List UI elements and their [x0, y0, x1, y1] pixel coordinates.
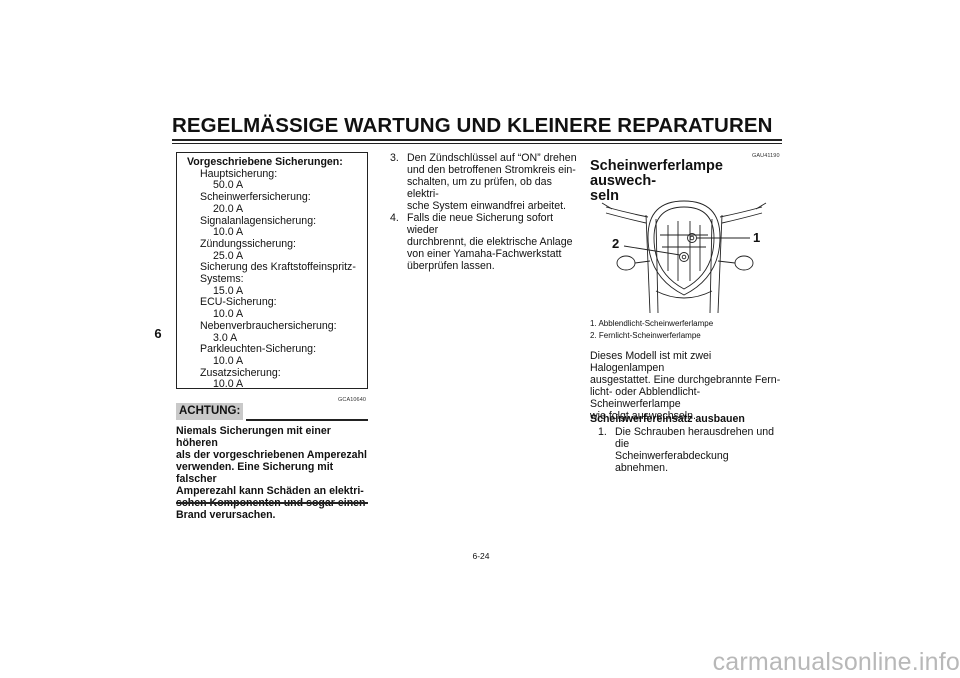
caution-line: Niemals Sicherungen mit einer höheren	[176, 425, 331, 449]
fuse-item-value: 50.0 A	[213, 179, 244, 192]
fuse-item-name: Sicherung des Kraftstoffeinspritz-	[200, 261, 356, 274]
step-line: Den Zündschlüssel auf “ON” drehen	[407, 152, 577, 164]
fuse-item-name: Systems:	[200, 273, 244, 286]
page-number: 6-24	[472, 551, 490, 561]
step-line: und den betroffenen Stromkreis ein-	[407, 164, 576, 176]
step-line: von einer Yamaha-Fachwerkstatt	[407, 248, 562, 260]
step-item: 4. Falls die neue Sicherung sofort wieder…	[390, 212, 580, 272]
caution-code: GCA10640	[338, 397, 367, 403]
fuse-item-name: Parkleuchten-Sicherung:	[200, 343, 317, 356]
section-title: Scheinwerferlampe auswech- seln	[590, 159, 782, 204]
paragraph-line: licht- oder Abblendlicht-Scheinwerferlam…	[590, 386, 701, 410]
caution-header: ACHTUNG:	[176, 403, 368, 421]
step-number: 4.	[390, 212, 399, 224]
fuse-spec-box: Vorgeschriebene Sicherungen: Hauptsicher…	[176, 152, 368, 391]
fuse-item-name: Signalanlagensicherung:	[200, 214, 317, 227]
fuse-item-value: 25.0 A	[213, 249, 244, 262]
substep-line: Scheinwerferabdeckung abnehmen.	[615, 450, 729, 474]
caution-line: verwenden. Eine Sicherung mit falscher	[176, 461, 334, 485]
substep-line: Die Schrauben herausdrehen und die	[615, 426, 775, 450]
paragraph-line: ausgestattet. Eine durchgebrannte Fern-	[590, 374, 781, 386]
fuse-item-value: 10.0 A	[213, 354, 244, 367]
caution-rule	[246, 419, 368, 421]
caution-label: ACHTUNG:	[176, 403, 244, 420]
step-line: Falls die neue Sicherung sofort wieder	[407, 212, 554, 236]
fuse-item-name: Hauptsicherung:	[200, 167, 278, 180]
figure-label-1: 1	[753, 230, 760, 245]
caution-line: Brand verursachen.	[176, 509, 276, 521]
fuse-item-name: Scheinwerfersicherung:	[200, 191, 311, 204]
section-title-line-2: seln	[590, 188, 620, 204]
fuse-item-name: Nebenverbrauchersicherung:	[200, 319, 337, 332]
step-line: durchbrennt, die elektrische Anlage	[407, 236, 573, 248]
figure-captions: 1. Abblendlicht-Scheinwerferlampe 2. Fer…	[590, 318, 782, 342]
section-code: GAU41190	[752, 153, 780, 159]
fuse-box-title: Vorgeschriebene Sicherungen:	[187, 156, 343, 168]
substep-number: 1.	[598, 426, 607, 438]
fuse-item-value: 10.0 A	[213, 226, 244, 239]
paragraph-line: wie folgt auswechseln.	[590, 410, 696, 422]
header-rule	[172, 139, 782, 141]
paragraph-line: Dieses Modell ist mit zwei Halogenlampen	[590, 350, 712, 374]
header-rule-thin	[172, 143, 782, 144]
caption-2: 2. Fernlicht-Scheinwerferlampe	[590, 331, 701, 340]
fuse-item-name: ECU-Sicherung:	[200, 296, 277, 309]
step-line: sche System einwandfrei arbeitet.	[407, 200, 566, 212]
step-line: überprüfen lassen.	[407, 260, 495, 272]
caution-end-rule	[176, 502, 368, 504]
figure-label-2: 2	[612, 236, 619, 251]
fuse-item-value: 20.0 A	[213, 202, 244, 215]
headlight-figure: 1 2	[598, 195, 770, 314]
caption-1: 1. Abblendlicht-Scheinwerferlampe	[590, 319, 714, 328]
fuse-item-value: 10.0 A	[213, 378, 244, 391]
page-title: REGELMÄSSIGE WARTUNG UND KLEINERE REPARA…	[172, 114, 773, 137]
fuse-item-value: 3.0 A	[213, 331, 238, 344]
fuse-item-value: 15.0 A	[213, 284, 244, 297]
caution-line: als der vorgeschriebenen Amperezahl	[176, 449, 367, 461]
chapter-tab: 6	[148, 324, 168, 382]
section-paragraph: Dieses Modell ist mit zwei Halogenlampen…	[590, 350, 782, 422]
fuse-item-name: Zündungssicherung:	[200, 237, 296, 250]
headlight-illustration: 1 2	[601, 200, 767, 314]
fuse-item-value: 10.0 A	[213, 308, 244, 321]
step-line: schalten, um zu prüfen, ob das elektri-	[407, 176, 552, 200]
watermark[interactable]: carmanualsonline.info	[712, 648, 960, 676]
subheading: Scheinwerfereinsatz ausbauen	[590, 413, 745, 425]
caution-line: Amperezahl kann Schäden an elektri-	[176, 485, 364, 497]
step-number: 3.	[390, 152, 399, 164]
fuse-item-name: Zusatzsicherung:	[200, 366, 281, 379]
section-title-line-1: Scheinwerferlampe auswech-	[590, 158, 723, 189]
